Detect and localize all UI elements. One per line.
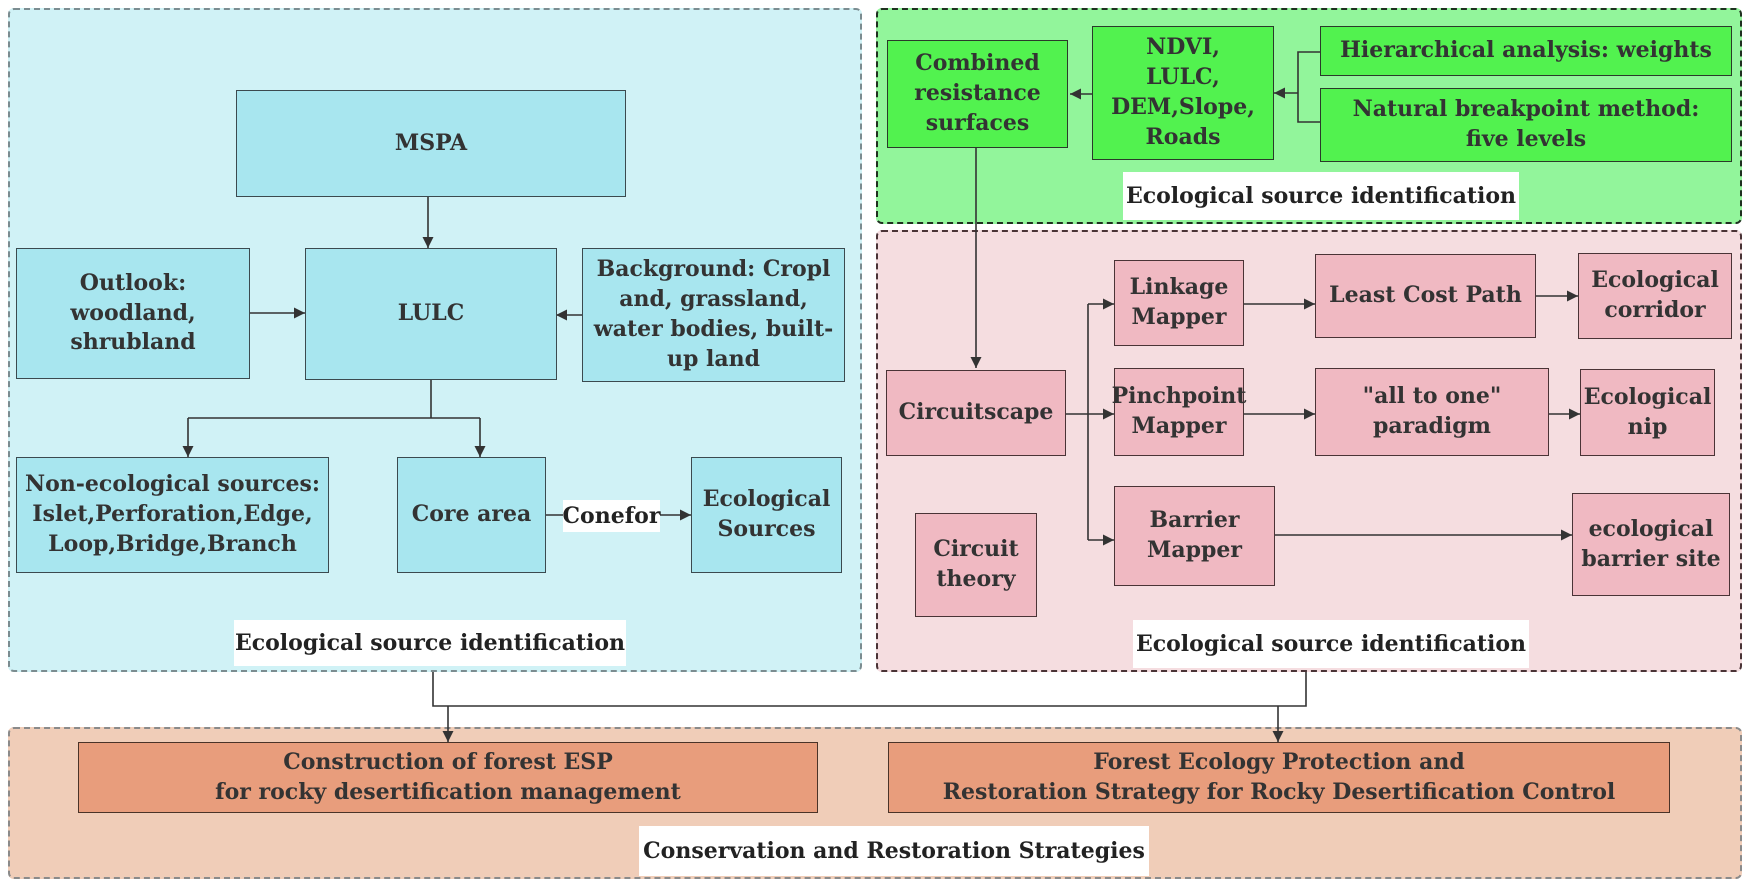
core-area-box: Core area xyxy=(397,457,546,573)
all-to-one-box: "all to one" paradigm xyxy=(1315,368,1549,456)
left-panel-title: Ecological source identification xyxy=(234,620,626,666)
hierarchical-box: Hierarchical analysis: weights xyxy=(1320,26,1732,76)
natural-breakpoint-box: Natural breakpoint method: five levels xyxy=(1320,88,1732,162)
pinchpoint-mapper-box: Pinchpoint Mapper xyxy=(1112,368,1246,456)
connector-left-down xyxy=(432,672,1307,707)
linkage-mapper-box: Linkage Mapper xyxy=(1114,260,1244,346)
outlook-box: Outlook: woodland, shrubland xyxy=(16,248,250,379)
mspa-box: MSPA xyxy=(236,90,626,197)
background-box: Background: Cropl and, grassland, water … xyxy=(582,248,845,382)
ecological-nip-box: Ecological nip xyxy=(1580,369,1715,456)
green-panel-title: Ecological source identification xyxy=(1123,172,1519,220)
non-ecological-box: Non-ecological sources: Islet,Perforatio… xyxy=(16,457,329,573)
barrier-mapper-box: Barrier Mapper xyxy=(1114,486,1275,586)
protection-box: Forest Ecology Protection and Restoratio… xyxy=(888,742,1670,813)
combined-resistance-box: Combined resistance surfaces xyxy=(887,40,1068,148)
conefor-label: Conefor xyxy=(563,500,660,532)
ecological-corridor-box: Ecological corridor xyxy=(1578,253,1732,339)
circuitscape-box: Circuitscape xyxy=(886,370,1066,456)
least-cost-path-box: Least Cost Path xyxy=(1315,254,1536,338)
construction-box: Construction of forest ESP for rocky des… xyxy=(78,742,818,813)
lulc-box: LULC xyxy=(305,248,557,380)
ecological-barrier-site-box: ecological barrier site xyxy=(1572,493,1730,596)
pink-panel-title: Ecological source identification xyxy=(1133,620,1529,668)
ecological-sources-box: Ecological Sources xyxy=(691,457,842,573)
circuit-theory-box: Circuit theory xyxy=(915,513,1037,617)
bottom-panel-title: Conservation and Restoration Strategies xyxy=(639,826,1149,876)
factors-box: NDVI, LULC, DEM,Slope, Roads xyxy=(1092,26,1274,160)
connector-methods xyxy=(1297,51,1320,123)
